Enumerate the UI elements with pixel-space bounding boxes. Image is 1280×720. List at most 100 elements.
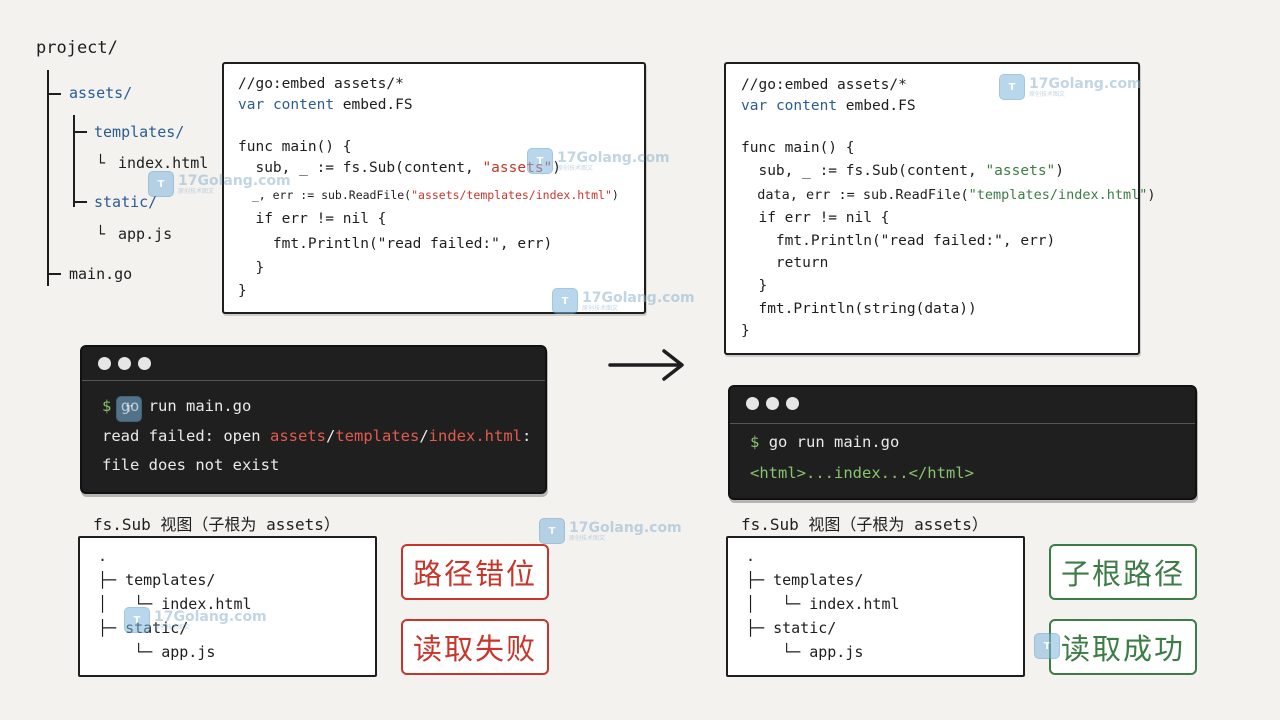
watermark-subtext: 原创技术图文 [557,164,594,172]
watermark-text: 17Golang.com [569,519,682,536]
view-line: ├─ templates/ [746,571,864,589]
code-keyword: var [238,97,265,113]
window-dot-icon [98,357,111,370]
code-line: func main() { [238,139,352,155]
terminal-text: : [522,427,532,445]
code-line: fmt.Println("read failed:", err) [741,233,1056,249]
code-text: ) [552,160,562,176]
watermark-text: 17Golang.com [582,289,695,306]
code-line: fmt.Println("read failed:", err) [238,236,553,252]
code-line: if err != nil { [741,210,890,226]
code-line: func main() { [741,140,855,156]
view-title-before: fs.Sub 视图（子根为 assets） [93,515,340,534]
watermark: T [116,396,146,422]
watermark-logo-icon: T [116,396,142,422]
watermark-logo-icon: T [148,171,174,197]
code-text: data, err := sub.ReadFile( [741,187,969,203]
code-text: _, err := sub.ReadFile( [238,188,412,202]
watermark-text: 17Golang.com [154,608,267,625]
code-keyword: var [741,98,768,114]
code-line: } [741,323,750,339]
arrow-right-icon [608,349,684,381]
code-string: "assets/templates/index.html" [411,188,612,202]
view-line: └─ app.js [746,643,864,661]
watermark-logo-icon: T [552,288,578,314]
watermark-logo-icon: T [527,148,553,174]
terminal-before: $ go run main.go read failed: open asset… [80,345,547,494]
code-identifier: content [272,97,335,113]
terminal-path-part: assets [269,427,326,445]
code-line: } [741,278,768,294]
terminal-divider [730,423,1195,424]
code-line: //go:embed assets/* [741,77,907,93]
window-dot-icon [786,397,799,410]
view-line: │ └─ index.html [746,595,900,613]
tree-item-app-js: app.js [118,225,173,243]
code-line: data, err := sub.ReadFile("templates/ind… [741,187,1156,203]
code-text: sub, _ := fs.Sub(content, [238,160,483,176]
terminal-prompt: $ [750,433,760,451]
code-text: embed.FS [342,97,413,113]
terminal-prompt: $ [102,397,112,415]
tree-branch-glyph: └ [96,154,106,172]
code-string: "templates/index.html" [968,187,1148,203]
view-line: └─ app.js [98,643,216,661]
code-identifier: content [775,98,838,114]
tree-branch-glyph: └ [96,225,106,243]
watermark-text: 17Golang.com [1029,75,1142,92]
view-title-after: fs.Sub 视图（子根为 assets） [741,515,988,534]
code-text: sub, _ := fs.Sub(content, [741,163,986,179]
tree-branch-line [73,201,87,203]
terminal-text: / [325,427,336,445]
badge-subroot-path: 子根路径 [1049,544,1197,600]
terminal-output-line: <html>...index...</html> [750,464,974,482]
window-dot-icon [118,357,131,370]
watermark-subtext: 原创技术图文 [569,534,606,542]
view-line: ├─ templates/ [98,571,216,589]
code-line: fmt.Println(string(data)) [741,301,977,317]
watermark-subtext: 原创技术图文 [178,187,215,195]
watermark-logo-icon: T [999,74,1025,100]
code-line: return [741,255,829,271]
tree-item-assets: assets/ [69,84,133,102]
tree-trunk-line [47,70,49,286]
window-dot-icon [746,397,759,410]
tree-trunk-line [73,115,75,207]
window-dot-icon [138,357,151,370]
code-line: _, err := sub.ReadFile("assets/templates… [238,188,619,202]
badge-path-mismatch: 路径错位 [401,544,549,600]
badge-read-failed: 读取失败 [401,619,549,675]
terminal-divider [82,380,545,381]
badge-read-success: 读取成功 [1049,619,1197,675]
tree-branch-line [47,93,61,95]
tree-item-static: static/ [94,193,158,211]
code-line: } [238,260,265,276]
fs-sub-view-before: . ├─ templates/ │ └─ index.html ├─ stati… [78,536,377,677]
tree-item-main-go: main.go [69,265,133,283]
watermark-text: 17Golang.com [557,149,670,166]
code-text: ) [611,188,619,202]
watermark-text: 17Golang.com [178,172,291,189]
tree-branch-line [47,273,61,275]
code-line: var content embed.FS [238,98,413,113]
watermark-subtext: 原创技术图文 [154,623,191,631]
watermark-subtext: 原创技术图文 [582,304,619,312]
code-text: ) [1147,187,1156,203]
watermark-logo-icon: T [1034,633,1060,659]
tree-root-label: project/ [36,38,118,58]
code-box-after: //go:embed assets/* var content embed.FS… [724,62,1156,355]
watermark-logo-icon: T [539,518,565,544]
terminal-output-line: read failed: open assets/templates/index… [102,427,531,445]
code-line: var content embed.FS [741,99,916,114]
terminal-output-line: file does not exist [102,456,280,474]
terminal-text: read failed: open [102,427,270,445]
view-line: ├─ static/ [746,619,837,637]
code-line: //go:embed assets/* [238,76,404,92]
code-line: if err != nil { [238,211,387,227]
tree-item-templates: templates/ [94,123,185,141]
terminal-text: / [419,427,429,445]
